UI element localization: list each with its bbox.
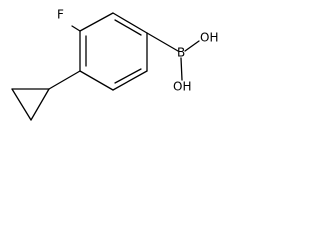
boron-oxygen-bond	[184, 40, 200, 52]
boron-oxygen-bond	[180, 57, 183, 81]
fluorine-label: F	[57, 8, 64, 22]
carbon-boron-bond	[146, 32, 179, 52]
ring-bond	[112, 12, 148, 34]
cyclopropyl-bond	[11, 88, 32, 121]
cyclopropyl-bond	[30, 88, 50, 121]
carbon-fluorine-bond	[71, 25, 81, 32]
ring-bond	[112, 70, 148, 91]
ring-double-bond	[114, 68, 142, 84]
ring-bond	[79, 70, 114, 91]
benzene-ring	[79, 12, 148, 91]
chemical-structure: F B OH OH	[11, 8, 218, 121]
boron-label: B	[177, 46, 185, 60]
cyclopropyl-group	[11, 70, 81, 121]
hydroxyl-label: OH	[173, 80, 191, 94]
hydroxyl-label: OH	[200, 31, 218, 45]
ring-double-bond	[114, 19, 142, 36]
boronic-acid-group	[146, 32, 200, 81]
ring-to-cyclopropyl-bond	[48, 70, 81, 90]
ring-bond	[79, 12, 114, 32]
